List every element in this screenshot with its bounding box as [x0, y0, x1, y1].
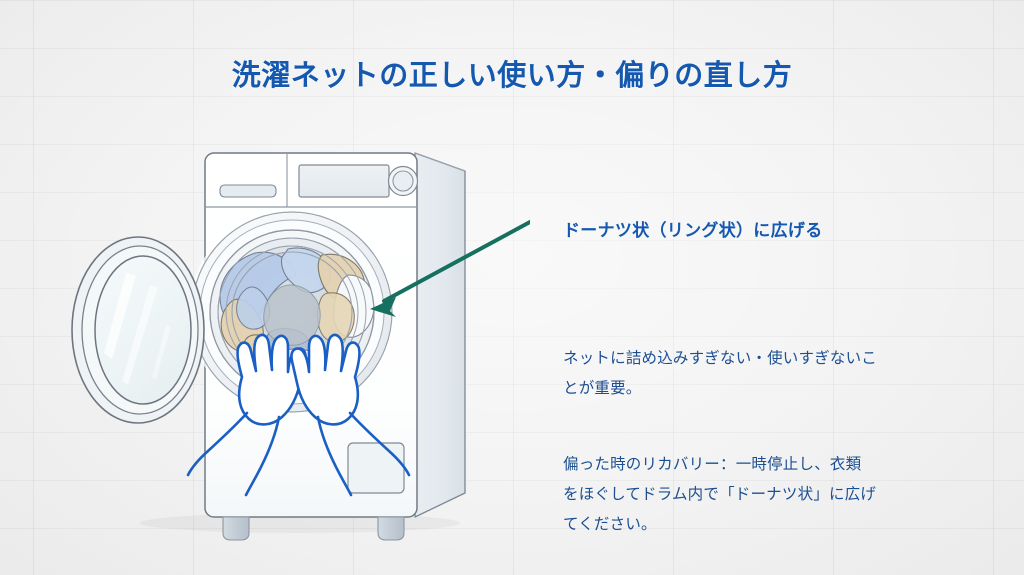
machine-side-panel: [414, 152, 466, 518]
machine-side-top-edge: [414, 152, 466, 172]
page-title: 洗濯ネットの正しい使い方・偏りの直し方: [231, 60, 793, 92]
program-dial-inner[interactable]: [392, 170, 414, 192]
callout-arrow-head: [370, 297, 396, 317]
note2-line2: をほぐしてドラム内で「ドーナツ状」に広げ: [563, 486, 877, 503]
hand-left-arm-inner: [244, 415, 281, 497]
note2-line1: 偏った時のリカバリー：一時停止し、衣類: [563, 456, 862, 473]
callout-arrow: [370, 220, 532, 317]
filter-access-hatch[interactable]: [347, 442, 405, 494]
door-glass-highlight-3: [152, 325, 171, 379]
detergent-drawer-handle[interactable]: [219, 184, 277, 198]
washer-door-open[interactable]: [71, 236, 205, 424]
door-glass-highlight-2: [122, 285, 158, 385]
machine-foot-right: [377, 516, 405, 541]
callout-label: ドーナツ状（リング状）に広げる: [563, 221, 823, 240]
machine-foot-left: [222, 516, 250, 541]
callout-arrow-shaft: [382, 220, 532, 303]
hand-right-arm-outer: [348, 411, 411, 477]
washing-machine-illustration: [60, 125, 532, 555]
display-panel[interactable]: [298, 164, 390, 198]
hand-left-palm: [236, 333, 307, 426]
note2-line3: てください。: [563, 516, 657, 533]
hand-right-palm: [290, 333, 361, 426]
hand-left: [186, 333, 307, 497]
hand-right: [290, 333, 411, 497]
note-block-recovery: 偏った時のリカバリー：一時停止し、衣類 をほぐしてドラム内で「ドーナツ状」に広げ…: [563, 450, 963, 540]
note1-line1: ネットに詰め込みすぎない・使いすぎないこ: [563, 350, 878, 367]
note-block-capacity: ネットに詰め込みすぎない・使いすぎないこ とが重要。: [563, 344, 963, 404]
hand-right-arm-inner: [316, 415, 353, 497]
door-glass-highlight-1: [104, 273, 136, 359]
note1-line2: とが重要。: [563, 380, 642, 397]
hand-left-arm-outer: [186, 411, 249, 477]
